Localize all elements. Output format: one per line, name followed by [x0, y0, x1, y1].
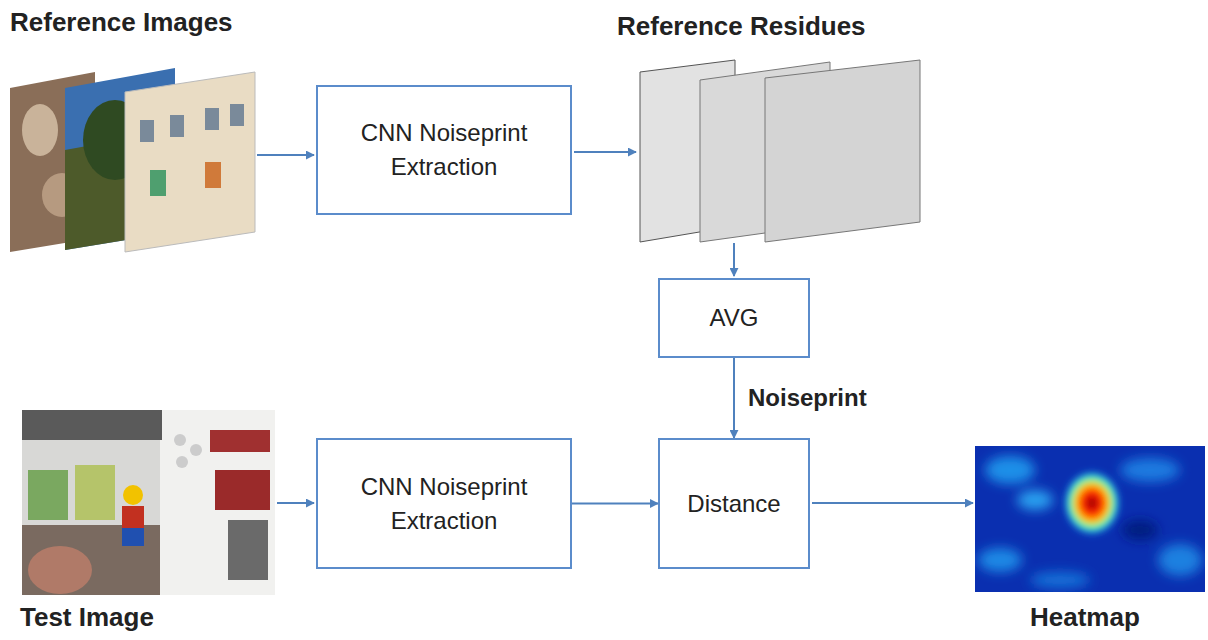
residue-sheet	[765, 60, 920, 242]
box-label: Distance	[687, 487, 780, 521]
building-photo	[125, 72, 255, 252]
photo-detail	[22, 104, 58, 156]
box-label: AVG	[710, 301, 759, 335]
flow-arrow	[574, 151, 636, 153]
reference-images	[10, 68, 255, 252]
photo-detail	[210, 430, 270, 452]
reference-residues	[640, 60, 920, 242]
photo-detail	[228, 520, 268, 580]
heatmap-blob	[1120, 458, 1180, 482]
photo-detail	[190, 444, 202, 456]
process-box: CNN Noiseprint Extraction	[316, 85, 572, 215]
photo-detail	[230, 104, 244, 126]
photo-detail	[160, 410, 275, 595]
photo-detail	[215, 470, 270, 510]
photo-detail	[122, 506, 144, 528]
photo-background	[22, 410, 275, 595]
photo-detail	[170, 115, 184, 137]
photo-detail	[205, 108, 219, 130]
photo-detail	[75, 465, 115, 520]
heatmap-blob	[1122, 520, 1158, 540]
heatmap-blob	[1158, 544, 1202, 576]
heatmap-blob	[985, 456, 1035, 484]
flow-arrow	[572, 503, 658, 505]
photo-detail	[140, 120, 154, 142]
photo-detail	[122, 528, 144, 546]
photo-detail	[205, 162, 221, 188]
figure-heading: Test Image	[20, 603, 154, 633]
heatmap-background	[975, 446, 1205, 592]
photo-detail	[176, 456, 188, 468]
heatmap-image	[975, 446, 1205, 592]
process-box: CNN Noiseprint Extraction	[316, 438, 572, 569]
figure-heading: Heatmap	[1030, 603, 1140, 633]
photo-detail	[22, 525, 160, 595]
photo-detail	[123, 485, 143, 505]
flow-arrow	[277, 502, 314, 504]
process-box: AVG	[658, 278, 810, 358]
photo-detail	[28, 470, 68, 520]
photo-detail	[28, 546, 92, 594]
photo-detail	[150, 170, 166, 196]
flow-arrow	[812, 502, 973, 504]
heatmap-hotspot	[1062, 469, 1122, 537]
flow-arrow	[733, 358, 735, 438]
heatmap-blob	[1030, 572, 1090, 588]
box-label: CNN Noiseprint Extraction	[359, 116, 529, 183]
edge-label: Noiseprint	[746, 384, 869, 413]
box-label: CNN Noiseprint Extraction	[359, 470, 529, 537]
photo-detail	[22, 410, 162, 440]
flow-arrow	[733, 243, 735, 276]
heatmap-blob	[1017, 490, 1053, 510]
test-image	[22, 410, 275, 595]
process-box: Distance	[658, 438, 810, 569]
flow-arrow	[257, 154, 314, 156]
figure-heading: Reference Residues	[617, 12, 866, 42]
heatmap-blobs	[978, 456, 1202, 588]
figure-heading: Reference Images	[10, 8, 233, 38]
photo-detail	[174, 434, 186, 446]
heatmap-blob	[978, 548, 1022, 572]
